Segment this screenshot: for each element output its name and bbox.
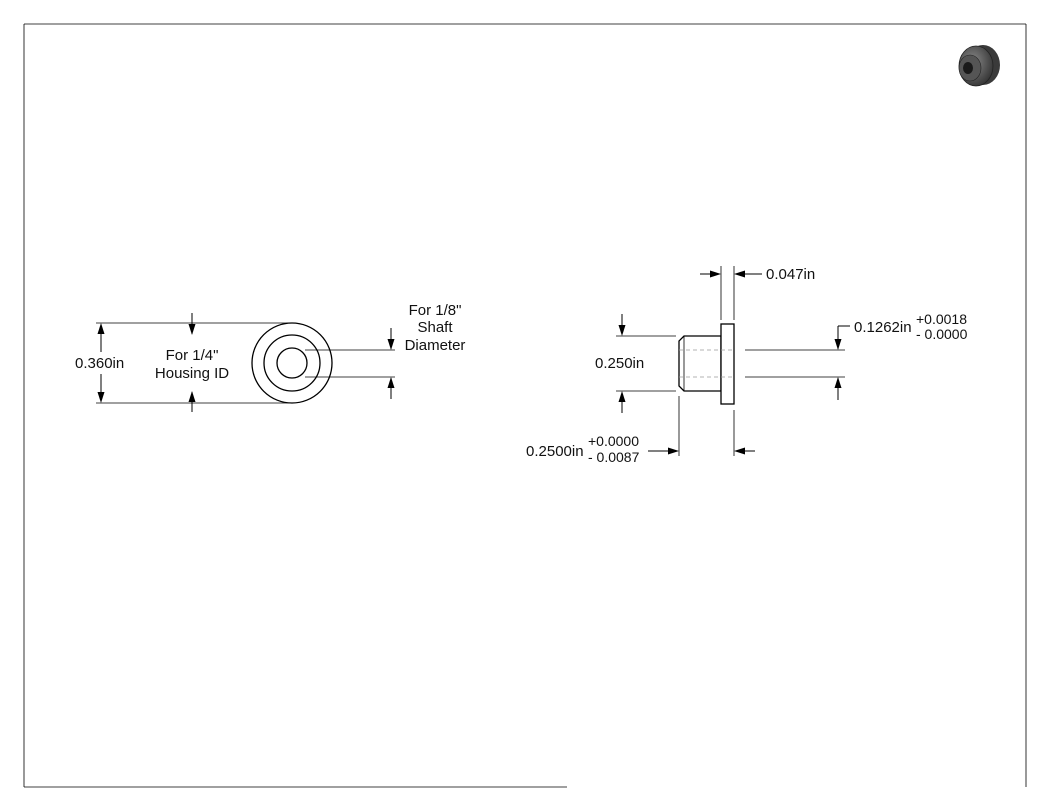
housing-note-line1: For 1/4" — [166, 347, 219, 364]
outer-diameter-dimension: 0.360in — [75, 322, 290, 404]
length-tolerance-plus: +0.0000 — [588, 433, 639, 449]
bore-tolerance-minus: - 0.0000 — [916, 326, 968, 342]
body-diameter-label: 0.250in — [595, 355, 644, 372]
flanged-bushing-3d-icon — [958, 45, 1000, 87]
length-label: 0.2500in — [526, 443, 584, 460]
shaft-note-line2: Shaft — [417, 319, 453, 336]
bore-tolerance-plus: +0.0018 — [916, 311, 967, 327]
side-view: 0.047in 0.250in 0.1262in +0.0018 - 0.000… — [526, 266, 968, 465]
front-view: 0.360in For 1/4" Housing ID For 1/8" Sha… — [75, 302, 465, 412]
shaft-note-line3: Diameter — [405, 337, 466, 354]
sheet-border — [23, 23, 1027, 788]
front-view-part — [251, 322, 333, 404]
flange-thickness-label: 0.047in — [766, 266, 815, 283]
housing-note-line2: Housing ID — [155, 365, 229, 382]
flange-thickness-dimension: 0.047in — [700, 266, 815, 320]
shaft-note-line1: For 1/8" — [409, 302, 462, 319]
shaft-diameter-dimension: For 1/8" Shaft Diameter — [305, 302, 465, 399]
side-view-part — [678, 323, 735, 405]
housing-id-dimension: For 1/4" Housing ID — [155, 313, 229, 412]
bore-diameter-label: 0.1262in — [854, 319, 912, 336]
length-dimension: 0.2500in +0.0000 - 0.0087 — [526, 396, 755, 465]
outer-diameter-label: 0.360in — [75, 355, 124, 372]
body-diameter-dimension: 0.250in — [595, 314, 676, 413]
length-tolerance-minus: - 0.0087 — [588, 449, 640, 465]
bore-diameter-dimension: 0.1262in +0.0018 - 0.0000 — [745, 311, 968, 400]
